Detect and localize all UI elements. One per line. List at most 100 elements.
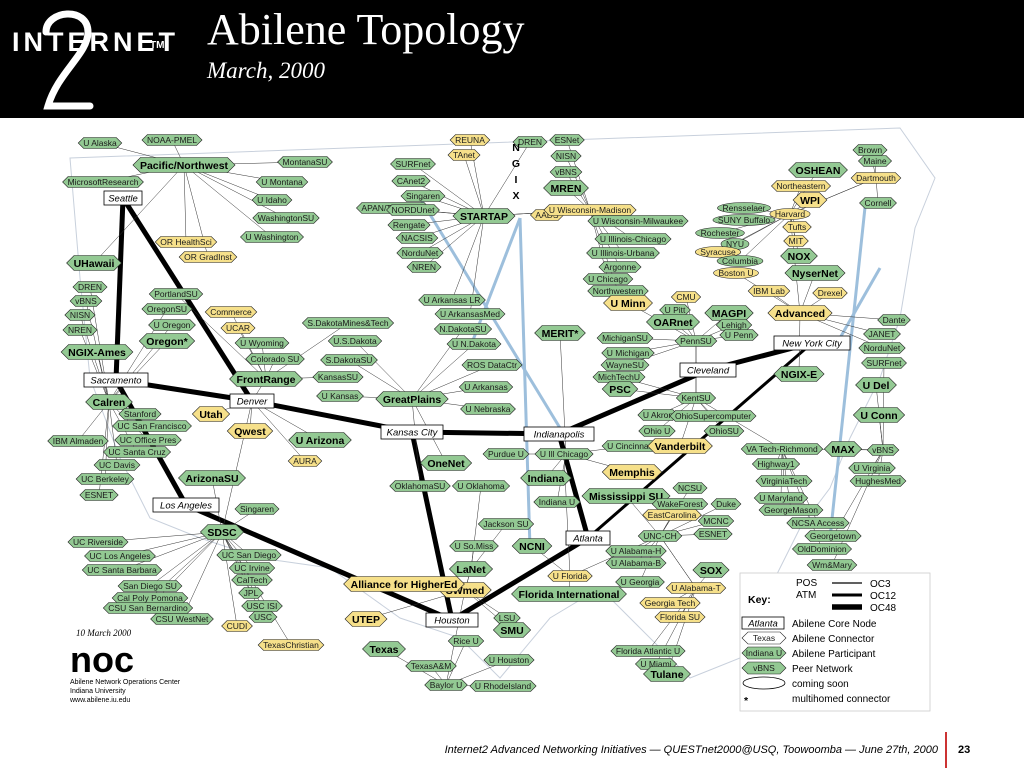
access-link [695,397,783,450]
network-node: VA Tech-Richmond [740,443,824,455]
node-shape [362,641,406,657]
network-node: NCSU [672,482,708,494]
network-node: UHawaii [66,255,122,271]
network-node: UC San Diego [216,549,282,561]
network-node: CMU [670,291,702,303]
node-shape [512,136,548,148]
node-shape [852,407,906,423]
node-label: MIT [789,236,804,246]
access-link [221,400,253,533]
node-label: NORDUnet [392,205,436,215]
node-label: KentSU [681,393,710,403]
network-node: SUNY Buffalo [712,214,776,226]
node-label: Tufts [788,222,807,232]
node-shape [387,219,431,231]
node-label: CSU San Bernardino [108,603,188,613]
node-shape [861,357,907,369]
node-shape [859,197,897,209]
node-label: Pacific/Northwest [140,160,229,172]
node-label: N.DakotaSU [439,324,486,334]
legend-symbol: Texas [753,633,775,643]
node-shape [148,319,196,331]
node-label: Texas [370,644,399,656]
network-node: LSU [493,612,521,624]
node-label: WakeForest [657,499,703,509]
network-node: Colorado SU [245,353,305,365]
legend-line-value: OC48 [870,603,897,614]
node-label: UC Riverside [73,537,123,547]
node-label: U RhodeIsland [475,681,532,691]
node-shape [511,586,627,602]
access-link [780,448,783,499]
node-shape [118,408,162,420]
network-node: DREN [512,136,548,148]
node-shape [316,390,364,402]
network-node: U Alabama-B [605,557,667,569]
node-shape [710,498,742,510]
node-shape [447,635,485,647]
node-label: Oregon* [146,336,188,348]
network-node: WPI [792,192,828,208]
node-shape [582,273,634,285]
core-node: New York City [773,335,851,351]
node-label: UC San Diego [222,550,277,560]
node-label: U Houston [489,655,529,665]
node-label: Rice U [453,636,479,646]
node-label: Alliance for HigherEd [351,579,458,591]
node-shape [693,528,733,540]
network-node: U Oregon [148,319,196,331]
network-node: Florida SU [654,611,706,623]
node-label: Georgetown [810,531,857,541]
network-node: UC Berkeley [75,473,135,485]
network-node: NREN [406,261,442,273]
node-label: Brown [858,145,882,155]
network-node: N.DakotaSU [433,323,493,335]
network-node: LaNet [448,561,494,577]
node-label: U Alaska [83,138,117,148]
access-link [93,164,185,264]
node-label: IBM Almaden [53,436,104,446]
node-shape [547,570,593,582]
node-label: U Wyoming [240,338,284,348]
node-label: VA Tech-Richmond [746,444,818,454]
access-link [739,213,791,262]
node-label: Argonne [604,262,636,272]
node-label: JPL [244,588,259,598]
network-node: MCNC [697,515,735,527]
legend-symbol: * [744,695,749,707]
node-label: Singaren [240,504,274,514]
network-node: CAnet2 [391,175,431,187]
node-label: NREN [412,262,436,272]
node-shape [81,564,163,576]
network-node: PortlandSU [148,288,204,300]
node-shape [343,576,465,592]
network-node: U Pitt [659,304,691,316]
node-label: vBNS [555,167,577,177]
node-label: Boston U [719,268,754,278]
node-label: MAGPI [712,308,747,320]
node-shape [866,444,900,456]
access-link [445,640,467,686]
node-shape [712,214,776,226]
access-link [221,531,238,627]
node-label: UNC-CH [643,531,677,541]
network-node: Northeastern [771,180,831,192]
network-node: U Montana [255,176,309,188]
network-node: S.DakotaSU [320,354,378,366]
node-label: U Idaho [257,195,287,205]
node-label: OldDominion [797,544,846,554]
node-label: NOAA-PMEL [147,135,197,145]
node-label: U Montana [261,177,303,187]
network-node: Vanderbilt [647,438,713,454]
network-node: CSU San Bernardino [102,602,194,614]
node-shape [492,622,532,638]
node-label: U Miami [640,659,671,669]
node-shape [610,645,686,657]
network-node: U RhodeIsland [469,680,537,692]
node-shape [651,498,709,510]
network-node: U Kansas [316,390,364,402]
network-node: PennSU [674,335,718,347]
node-shape [740,443,824,455]
node-label: U Wisconsin-Madison [549,205,631,215]
